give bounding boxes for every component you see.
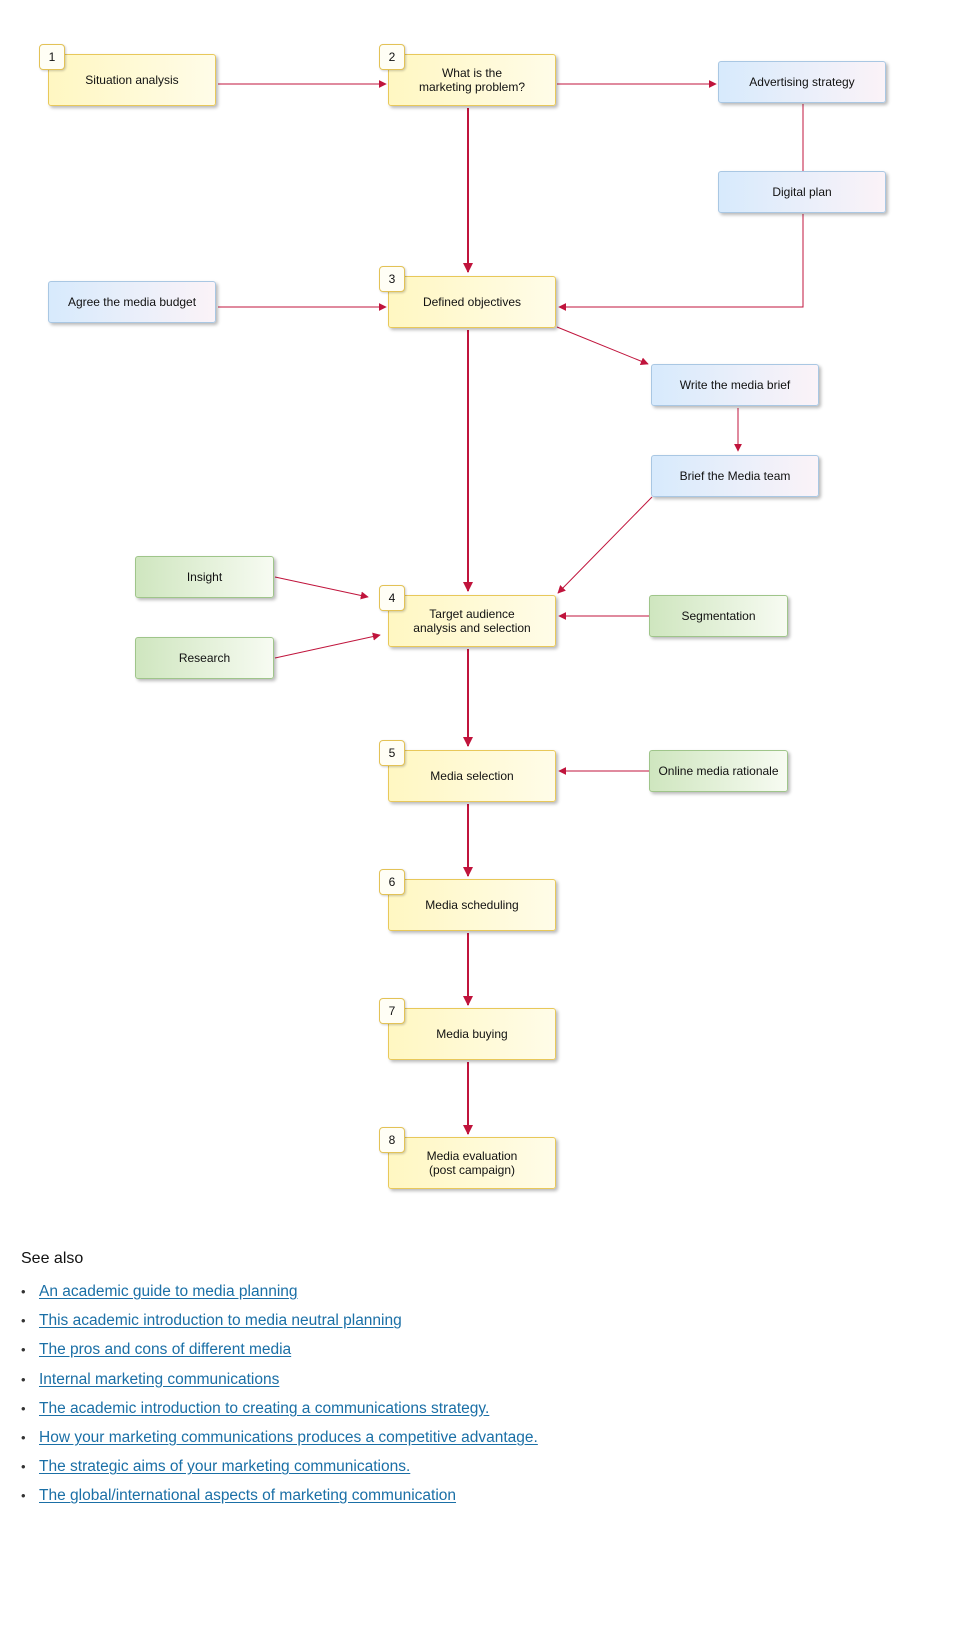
box-brief-media-team: Brief the Media team — [651, 455, 819, 497]
step-number-badge: 1 — [39, 44, 65, 70]
link-pros-cons-media[interactable]: The pros and cons of different media — [39, 1341, 292, 1359]
connector-team-to-target — [557, 496, 653, 594]
step-defined-objectives: Defined objectives — [388, 276, 556, 328]
step-number-badge: 4 — [379, 585, 405, 611]
list-item: • The academic introduction to creating a… — [21, 1399, 921, 1428]
connector-digital-to-objectives — [558, 214, 804, 311]
see-also-list: • An academic guide to media planning • Th… — [21, 1282, 921, 1516]
bullet-icon: • — [21, 1488, 26, 1504]
box-label: Digital plan — [772, 185, 832, 199]
step-label: Defined objectives — [422, 295, 522, 309]
link-communications-strategy[interactable]: The academic introduction to creating a … — [39, 1399, 490, 1417]
step-number-badge: 2 — [379, 44, 405, 70]
bullet-icon: • — [21, 1313, 26, 1329]
step-number-badge: 6 — [379, 869, 405, 895]
step-number-badge: 5 — [379, 740, 405, 766]
step-marketing-problem: What is the marketing problem? — [388, 54, 556, 106]
flowchart-connectors — [218, 80, 804, 1135]
list-item: • Internal marketing communications — [21, 1370, 921, 1399]
link-academic-guide-media-planning[interactable]: An academic guide to media planning — [39, 1283, 298, 1300]
box-write-media-brief: Write the media brief — [651, 364, 819, 406]
bullet-icon: • — [21, 1459, 26, 1475]
box-online-media-rationale: Online media rationale — [649, 750, 788, 792]
list-item: • An academic guide to media planning — [21, 1282, 921, 1311]
box-insight: Insight — [135, 556, 274, 598]
see-also-heading: See also — [21, 1250, 84, 1267]
box-research: Research — [135, 637, 274, 679]
link-global-international[interactable]: The global/international aspects of mark… — [39, 1487, 457, 1505]
step-situation-analysis: Situation analysis — [48, 54, 216, 106]
box-label: Insight — [186, 570, 223, 584]
box-advertising-strategy: Advertising strategy — [718, 61, 886, 103]
step-number-badge: 3 — [379, 266, 405, 292]
media-planning-flowchart: Situation analysis 1 What is the marketi… — [39, 44, 886, 1189]
box-label: Advertising strategy — [749, 75, 855, 89]
step-number-badge: 8 — [379, 1127, 405, 1153]
step-media-evaluation: Media evaluation (post campaign) — [388, 1137, 556, 1189]
box-label: Brief the Media team — [679, 469, 791, 483]
step-label: Situation analysis — [85, 73, 179, 87]
list-item: • The pros and cons of different media — [21, 1340, 921, 1369]
box-label: Agree the media budget — [67, 295, 197, 309]
box-digital-plan: Digital plan — [718, 171, 886, 213]
box-label: Write the media brief — [679, 378, 791, 392]
step-label: What is the marketing problem? — [418, 66, 526, 94]
bullet-icon: • — [21, 1342, 26, 1358]
step-media-scheduling: Media scheduling — [388, 879, 556, 931]
step-target-audience: Target audience analysis and selection — [388, 595, 556, 647]
list-item: • The strategic aims of your marketing co… — [21, 1457, 921, 1486]
connector-research-to-target — [274, 632, 381, 659]
list-item: • How your marketing communications produ… — [21, 1428, 921, 1457]
step-label: Media evaluation (post campaign) — [426, 1149, 518, 1177]
bullet-icon: • — [21, 1284, 26, 1299]
step-label: Media selection — [430, 769, 514, 783]
box-label: Research — [178, 651, 231, 665]
bullet-icon: • — [21, 1400, 26, 1416]
box-label: Segmentation — [681, 609, 756, 623]
list-item: • The global/international aspects of mar… — [21, 1486, 921, 1515]
see-also-section: See also • An academic guide to media pla… — [21, 1250, 921, 1516]
box-segmentation: Segmentation — [649, 595, 788, 637]
link-competitive-advantage[interactable]: How your marketing communications produc… — [39, 1428, 538, 1446]
step-media-selection: Media selection — [388, 750, 556, 802]
box-agree-media-budget: Agree the media budget — [48, 281, 216, 323]
step-label: Target audience analysis and selection — [413, 607, 531, 635]
bullet-icon: • — [21, 1429, 26, 1445]
step-label: Media buying — [436, 1027, 508, 1041]
box-label: Online media rationale — [658, 764, 779, 778]
bullet-icon: • — [21, 1371, 26, 1387]
link-internal-marketing-communications[interactable]: Internal marketing communications — [39, 1370, 280, 1388]
link-media-neutral-planning[interactable]: This academic introduction to media neut… — [39, 1312, 402, 1330]
connector-insight-to-target — [274, 576, 369, 600]
step-media-buying: Media buying — [388, 1008, 556, 1060]
step-label: Media scheduling — [425, 898, 519, 912]
list-item: • This academic introduction to media neu… — [21, 1311, 921, 1340]
step-number-badge: 7 — [379, 998, 405, 1024]
link-strategic-aims[interactable]: The strategic aims of your marketing com… — [39, 1458, 411, 1476]
connector-objectives-to-brief — [556, 326, 649, 365]
